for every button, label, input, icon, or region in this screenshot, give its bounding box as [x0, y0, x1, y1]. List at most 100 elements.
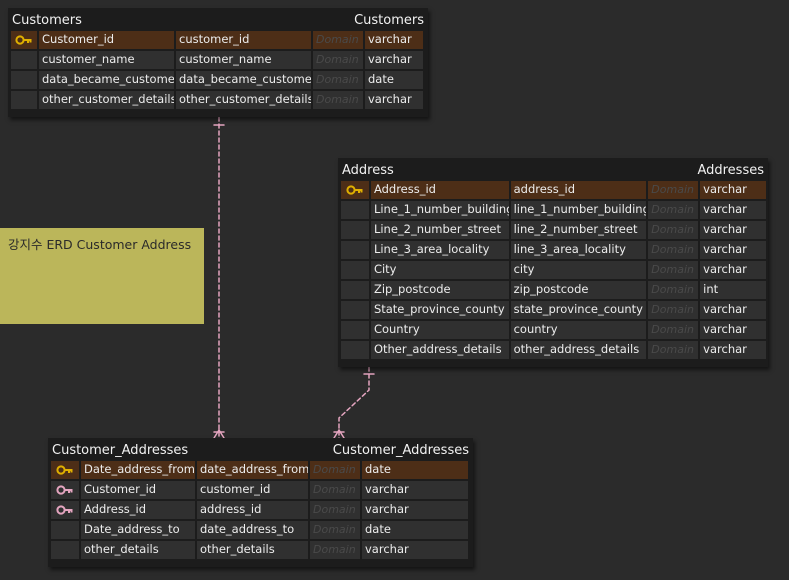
column-domain: Domain — [310, 481, 362, 499]
foreign-key-icon — [51, 501, 81, 519]
column-domain: Domain — [648, 181, 701, 199]
column-domain: Domain — [648, 221, 701, 239]
column-logical-name: Line_1_number_building — [370, 201, 511, 219]
column-data-type: varchar — [365, 31, 425, 49]
column-domain: Domain — [310, 541, 362, 559]
customers-relationship[interactable] — [213, 116, 225, 439]
table-physical-name: Customers — [354, 13, 424, 28]
column-data-type: varchar — [700, 221, 769, 239]
column-data-type: varchar — [365, 51, 425, 69]
column-physical-name: state_province_county — [510, 301, 649, 319]
column-logical-name: Zip_postcode — [370, 281, 511, 299]
column-data-type: date — [362, 521, 470, 539]
column-physical-name: other_customer_details — [176, 91, 313, 109]
column-domain: Domain — [648, 341, 701, 359]
column-data-type: varchar — [700, 201, 769, 219]
many-marker — [333, 429, 340, 439]
column-logical-name: Customer_id — [39, 31, 176, 49]
column-data-type: varchar — [700, 261, 769, 279]
key-cell — [341, 221, 371, 239]
many-marker — [218, 429, 225, 439]
column-data-type: varchar — [700, 241, 769, 259]
key-cell — [341, 341, 371, 359]
key-cell — [341, 241, 371, 259]
column-physical-name: date_address_from — [197, 461, 310, 479]
column-logical-name: customer_name — [39, 51, 176, 69]
table-header: Customer_Addresses Customer_Addresses — [48, 438, 473, 461]
table-header: Customers Customers — [8, 8, 428, 31]
table-physical-name: Customer_Addresses — [332, 443, 469, 458]
key-cell — [51, 541, 81, 559]
key-cell — [51, 521, 81, 539]
note-text: 강지수 ERD Customer Address — [8, 237, 192, 252]
key-cell — [11, 71, 39, 89]
column-domain: Domain — [648, 301, 701, 319]
column-logical-name: other_customer_details — [39, 91, 176, 109]
column-data-type: int — [700, 281, 769, 299]
column-physical-name: data_became_customer — [176, 71, 313, 89]
column-data-type: date — [362, 461, 470, 479]
column-domain: Domain — [648, 261, 701, 279]
many-marker — [213, 429, 220, 439]
customer-addresses-table[interactable]: Customer_Addresses Customer_Addresses Da… — [48, 438, 473, 567]
key-cell — [341, 301, 371, 319]
column-logical-name: other_details — [81, 541, 197, 559]
column-physical-name: address_id — [197, 501, 310, 519]
column-logical-name: Address_id — [370, 181, 511, 199]
address-relationship[interactable] — [333, 366, 375, 439]
column-logical-name: data_became_customer — [39, 71, 176, 89]
column-logical-name: Line_2_number_street — [370, 221, 511, 239]
column-physical-name: customer_name — [176, 51, 313, 69]
column-physical-name: line_1_number_building — [510, 201, 649, 219]
diagram-note[interactable]: 강지수 ERD Customer Address — [0, 228, 204, 324]
column-data-type: varchar — [362, 501, 470, 519]
key-cell — [341, 261, 371, 279]
column-domain: Domain — [648, 201, 701, 219]
column-data-type: varchar — [365, 91, 425, 109]
column-logical-name: City — [370, 261, 511, 279]
column-domain: Domain — [313, 31, 365, 49]
column-logical-name: Address_id — [81, 501, 197, 519]
column-domain: Domain — [648, 321, 701, 339]
column-logical-name: State_province_county — [370, 301, 511, 319]
column-domain: Domain — [313, 71, 365, 89]
primary-key-icon — [51, 461, 81, 479]
column-physical-name: city — [510, 261, 649, 279]
many-marker — [338, 429, 345, 439]
column-physical-name: address_id — [510, 181, 649, 199]
column-data-type: varchar — [700, 341, 769, 359]
column-physical-name: other_address_details — [510, 341, 649, 359]
table-physical-name: Addresses — [697, 163, 764, 178]
column-logical-name: Other_address_details — [370, 341, 511, 359]
column-data-type: varchar — [700, 321, 769, 339]
key-cell — [11, 91, 39, 109]
table-logical-name: Customer_Addresses — [52, 443, 189, 458]
column-data-type: varchar — [700, 301, 769, 319]
table-logical-name: Address — [342, 163, 394, 178]
column-physical-name: date_address_to — [197, 521, 310, 539]
address-to-customer-addresses-line[interactable] — [338, 366, 370, 439]
column-physical-name: customer_id — [176, 31, 313, 49]
foreign-key-icon — [51, 481, 81, 499]
column-physical-name: country — [510, 321, 649, 339]
